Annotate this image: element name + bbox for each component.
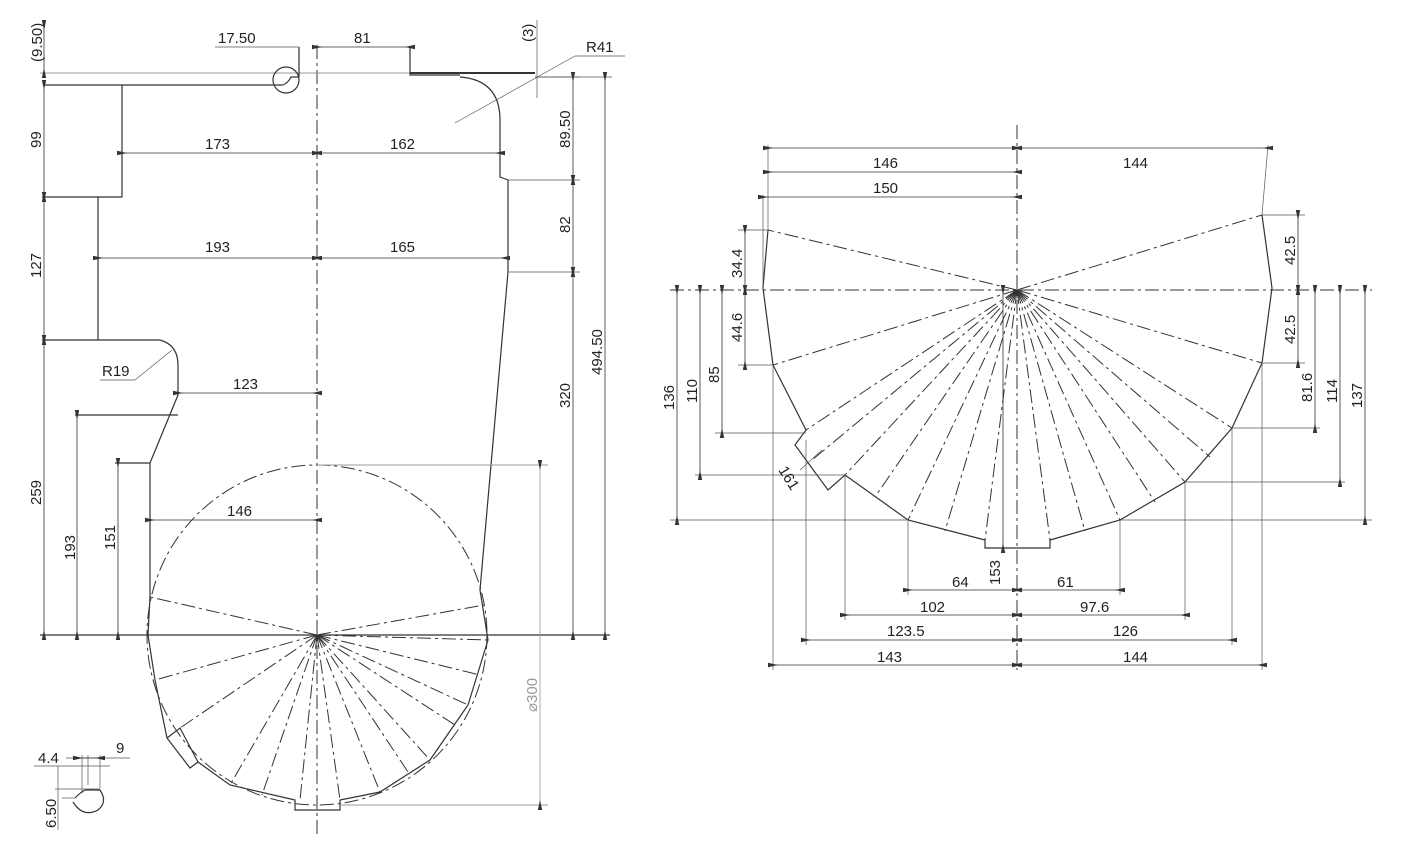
dim-143: 143 (877, 649, 902, 666)
dim-6-50: 6.50 (43, 799, 60, 828)
dim-notch-width: 81 (354, 30, 371, 47)
dim-61: 61 (1057, 574, 1074, 591)
fold-lines (767, 214, 1263, 541)
dim-127: 127 (28, 253, 45, 278)
dim-146: 146 (227, 503, 252, 520)
dim-150: 150 (873, 180, 898, 197)
dim-144-top: 144 (1123, 155, 1148, 172)
dim-85: 85 (706, 366, 723, 383)
dim-99: 99 (28, 131, 45, 148)
right-view: 146 144 150 34.4 44.6 85 110 136 161 (661, 125, 1372, 670)
left-view: (9.50) 17.50 81 (3) R41 99 173 162 89.50… (28, 20, 625, 835)
dim-42-5-bottom: 42.5 (1282, 315, 1299, 344)
dim-44-6: 44.6 (729, 313, 746, 342)
dim-259: 259 (28, 480, 45, 505)
dim-102: 102 (920, 599, 945, 616)
dim-161: 161 (775, 463, 803, 493)
dim-173: 173 (205, 136, 230, 153)
dim-151: 151 (102, 525, 119, 550)
dim-total-height: 494.50 (589, 329, 606, 375)
dim-114: 114 (1324, 379, 1341, 403)
dim-320: 320 (557, 383, 574, 408)
dim-144-bottom: 144 (1123, 649, 1148, 666)
dim-thickness: (3) (520, 24, 537, 42)
dim-82: 82 (557, 216, 574, 233)
dim-193-vertical: 193 (62, 535, 79, 560)
cone-flat-outline (147, 589, 489, 811)
dim-165: 165 (390, 239, 415, 256)
dim-146: 146 (873, 155, 898, 172)
dim-diameter: ⌀300 (524, 678, 541, 712)
dim-110: 110 (684, 379, 701, 403)
overlap-tab (166, 727, 199, 763)
left-dimensions: (9.50) 17.50 81 (3) R41 99 173 162 89.50… (28, 20, 625, 810)
dim-153: 153 (987, 560, 1004, 585)
side-profile-outline (40, 47, 535, 597)
right-dimensions: 146 144 150 34.4 44.6 85 110 136 161 (661, 144, 1372, 670)
dim-fillet-radius: R41 (586, 39, 614, 56)
hook-detail-circle (272, 66, 300, 94)
dim-136: 136 (661, 385, 678, 410)
dim-123: 123 (233, 376, 258, 393)
dim-89-50: 89.50 (557, 110, 574, 148)
dim-9: 9 (116, 740, 124, 757)
dim-hook-offset: 17.50 (218, 30, 256, 47)
fold-lines (149, 596, 489, 801)
dim-97-6: 97.6 (1080, 599, 1109, 616)
dim-34-4: 34.4 (729, 249, 746, 278)
dim-top-gap: (9.50) (29, 23, 46, 62)
dim-4-4: 4.4 (38, 750, 59, 767)
dim-193: 193 (205, 239, 230, 256)
dim-small-radius: R19 (102, 363, 130, 380)
dim-64: 64 (952, 574, 969, 591)
dim-162: 162 (390, 136, 415, 153)
dim-123-5: 123.5 (887, 623, 925, 640)
cone-flat-outline (762, 214, 1273, 549)
dim-81-6: 81.6 (1299, 373, 1316, 402)
dim-42-5-top: 42.5 (1282, 236, 1299, 265)
dim-126: 126 (1113, 623, 1138, 640)
hook-detail: 4.4 9 6.50 (34, 740, 130, 830)
dim-137: 137 (1349, 383, 1366, 408)
